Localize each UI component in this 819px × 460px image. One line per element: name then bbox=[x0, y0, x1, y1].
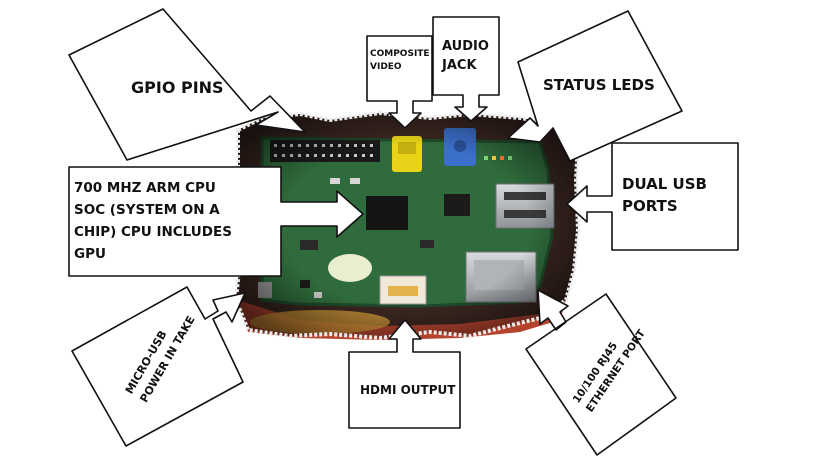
usb-label-line2: PORTS bbox=[622, 197, 678, 215]
callout-cpu: 700 MHZ ARM CPU SOC (SYSTEM ON A CHIP) C… bbox=[68, 166, 364, 277]
audio-label-line2: JACK bbox=[441, 58, 477, 73]
board-photo bbox=[231, 110, 581, 341]
cpu-label-line1: 700 MHZ ARM CPU bbox=[74, 180, 216, 196]
callout-status: STATUS LEDS bbox=[507, 10, 683, 162]
callout-power-shape bbox=[71, 286, 246, 447]
callout-hdmi-shape bbox=[348, 319, 461, 429]
composite-label-line2: VIDEO bbox=[370, 62, 402, 72]
callout-usb: DUAL USB PORTS bbox=[566, 142, 739, 251]
callout-composite: COMPOSITE VIDEO bbox=[366, 35, 433, 129]
callout-gpio-shape bbox=[68, 8, 306, 161]
cpu-label-line2: SOC (SYSTEM ON A bbox=[74, 202, 220, 218]
callout-cpu-shape bbox=[68, 166, 364, 277]
callout-power: MICRO-USB POWER IN TAKE bbox=[71, 286, 246, 447]
callout-hdmi: HDMI OUTPUT bbox=[348, 319, 461, 429]
callout-ethernet-shape bbox=[525, 289, 677, 456]
callout-audio: AUDIO JACK bbox=[432, 16, 500, 122]
composite-label-line1: COMPOSITE bbox=[370, 49, 430, 59]
gpio-label: GPIO PINS bbox=[131, 78, 224, 97]
callout-ethernet: 10/100 RJ45 ETHERNET PORT bbox=[525, 289, 677, 456]
cpu-label-line4: GPU bbox=[74, 246, 106, 262]
callout-gpio: GPIO PINS bbox=[68, 8, 306, 161]
callout-composite-shape bbox=[366, 35, 433, 129]
callout-status-shape bbox=[507, 10, 683, 162]
status-label: STATUS LEDS bbox=[543, 76, 655, 94]
callout-usb-shape bbox=[566, 142, 739, 251]
hdmi-label: HDMI OUTPUT bbox=[360, 383, 456, 397]
cpu-label-line3: CHIP) CPU INCLUDES bbox=[74, 224, 232, 240]
usb-label-line1: DUAL USB bbox=[622, 175, 707, 193]
callout-audio-shape bbox=[432, 16, 500, 122]
audio-label-line1: AUDIO bbox=[442, 39, 489, 54]
